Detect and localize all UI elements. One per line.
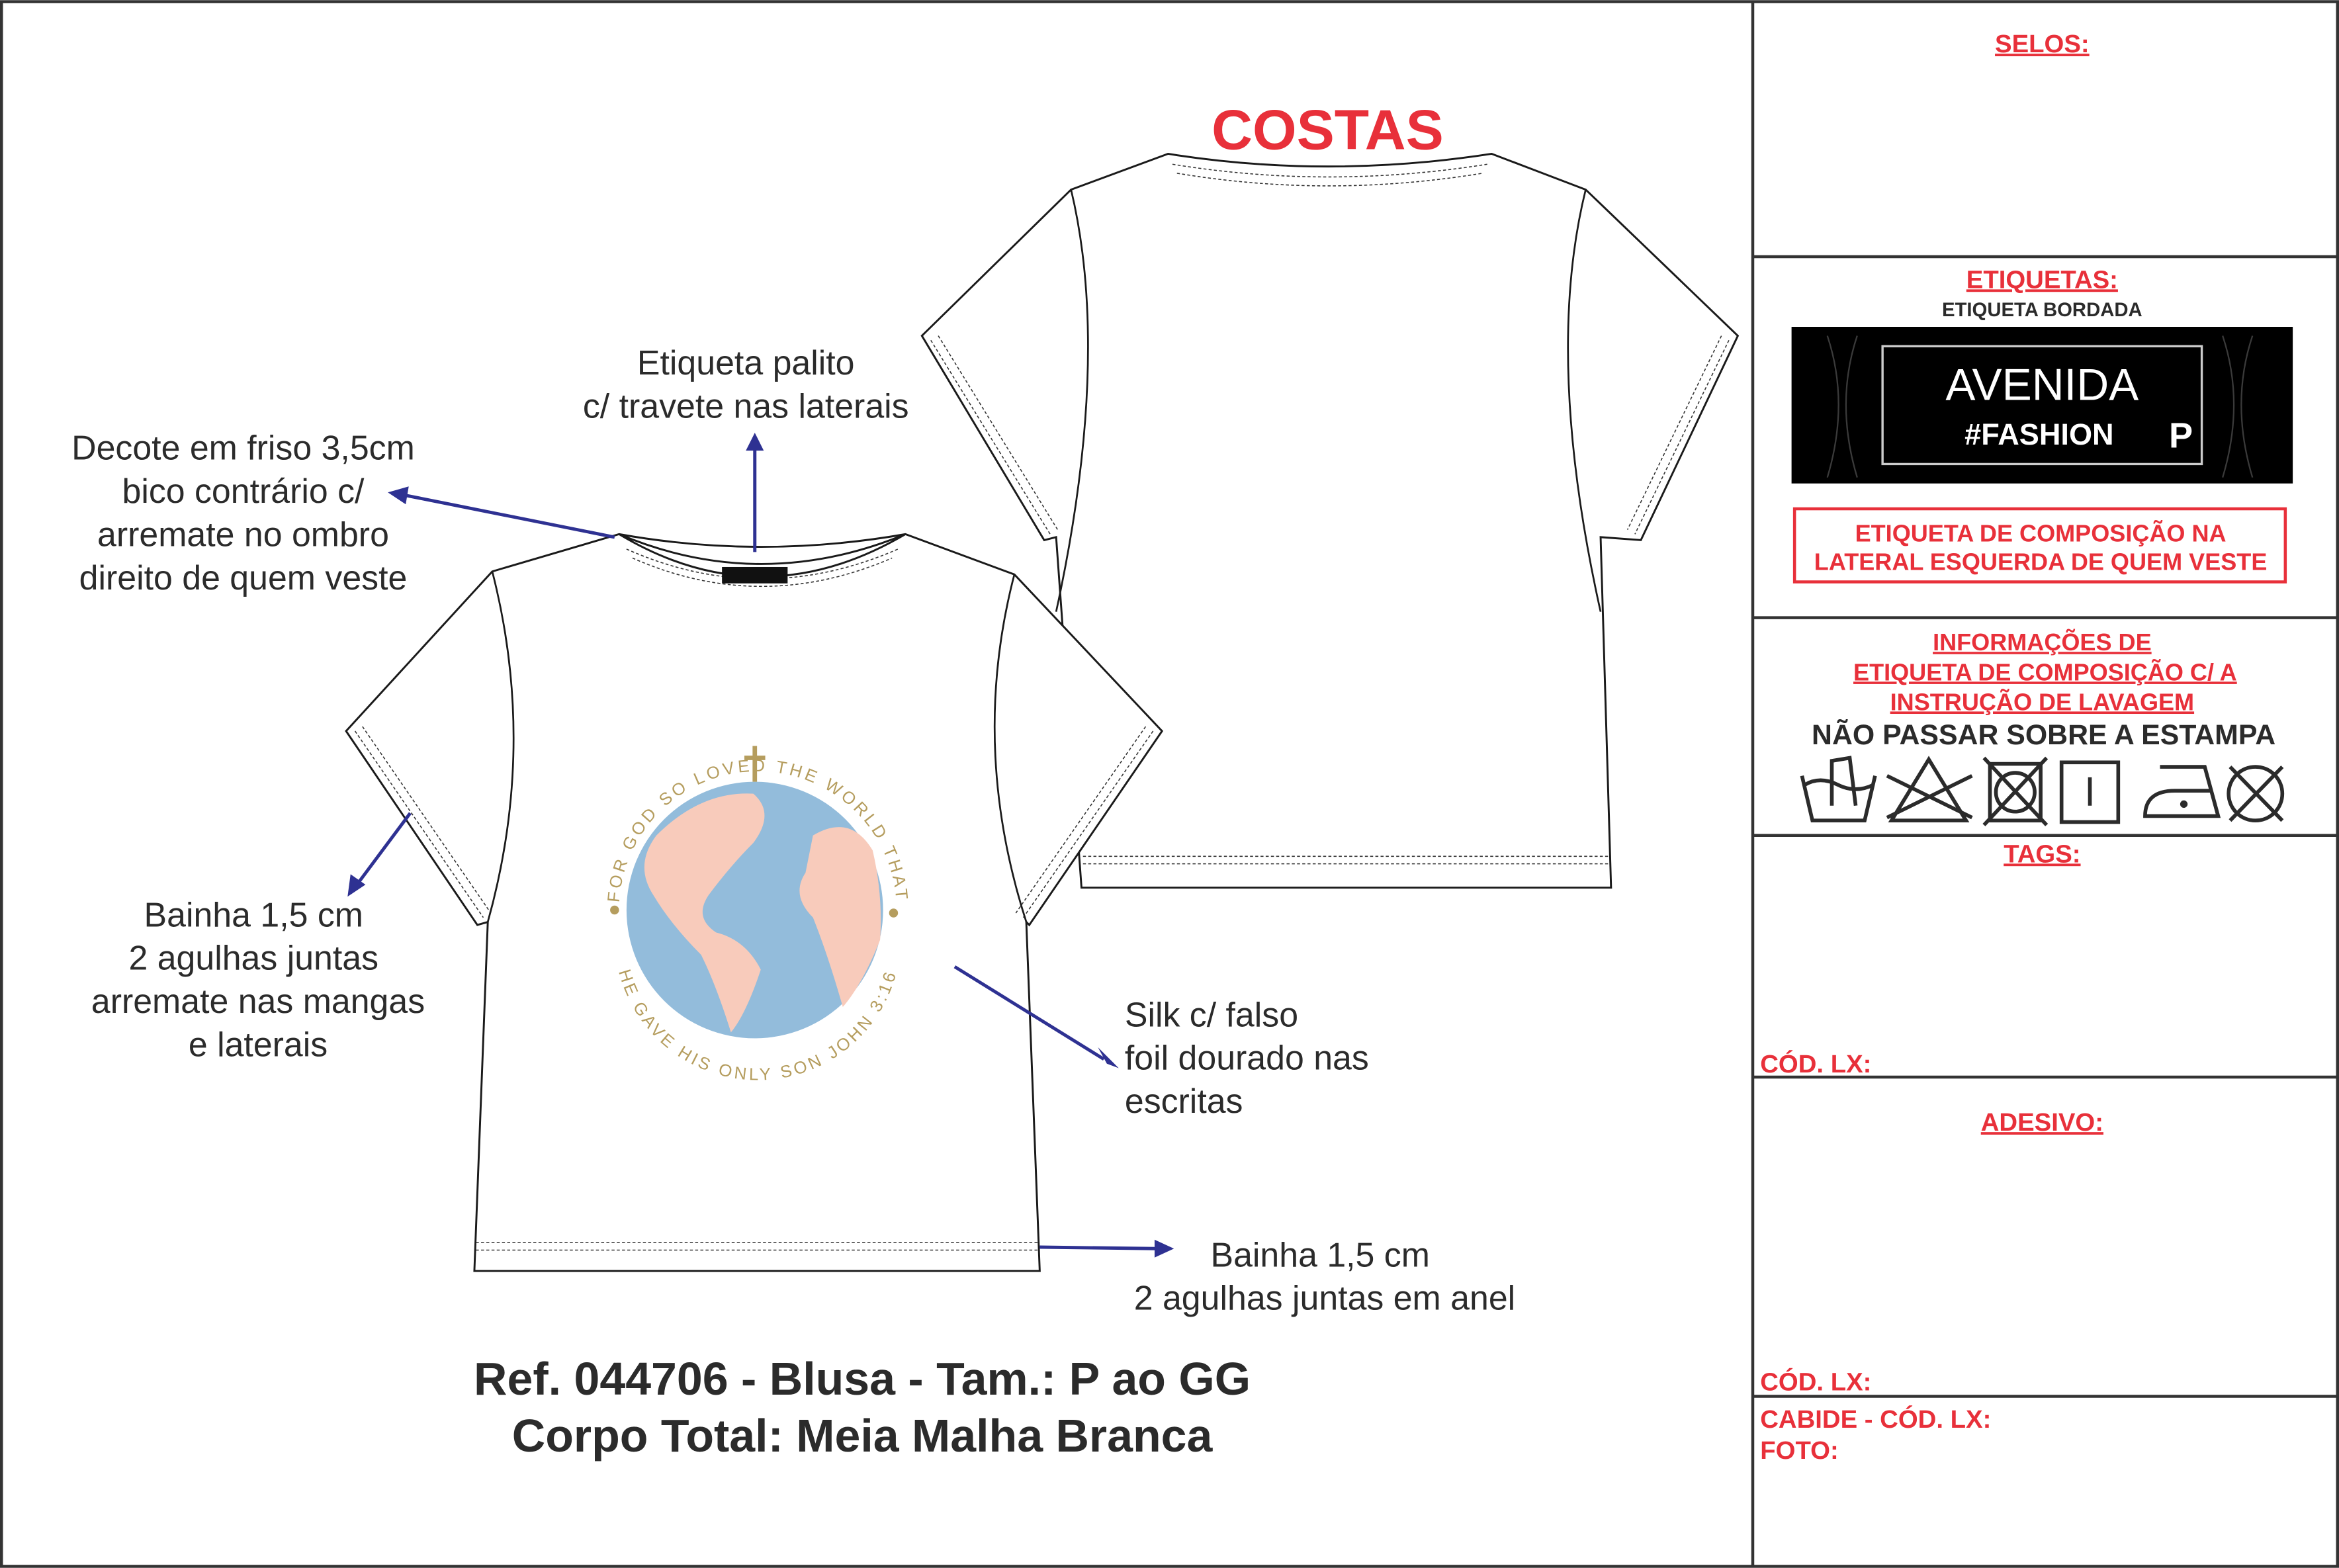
annotation-print: Silk c/ falso foil dourado nas escritas bbox=[1125, 995, 1369, 1120]
woven-brand-label: AVENIDA #FASHION P bbox=[1791, 327, 2293, 484]
info-line-1: INFORMAÇÕES DE bbox=[1933, 628, 2152, 656]
svg-text:2 agulhas juntas: 2 agulhas juntas bbox=[128, 939, 378, 977]
annotation-arrows bbox=[347, 433, 1174, 1258]
svg-text:direito de quem veste: direito de quem veste bbox=[79, 558, 408, 597]
annotation-body-hem: Bainha 1,5 cm 2 agulhas juntas em anel bbox=[1134, 1235, 1515, 1317]
svg-text:c/ travete nas laterais: c/ travete nas laterais bbox=[583, 387, 909, 425]
globe-land-americas bbox=[644, 793, 765, 1033]
reference-title: Ref. 044706 - Blusa - Tam.: P ao GG bbox=[474, 1353, 1251, 1405]
line-dry-icon bbox=[2059, 760, 2121, 824]
cabide-label: CABIDE - CÓD. LX: bbox=[1760, 1405, 1991, 1434]
svg-text:Etiqueta palito: Etiqueta palito bbox=[637, 343, 855, 382]
label-brand: AVENIDA bbox=[1945, 360, 2139, 410]
composition-box bbox=[1792, 507, 2287, 584]
adesivo-heading: ADESIVO: bbox=[1981, 1108, 2103, 1137]
tags-heading: TAGS: bbox=[2004, 840, 2080, 868]
care-symbols bbox=[1800, 756, 2285, 826]
svg-text:arremate no ombro: arremate no ombro bbox=[97, 515, 389, 553]
annotation-neckline: Decote em friso 3,5cm bico contrário c/ … bbox=[71, 429, 415, 597]
info-line-3: INSTRUÇÃO DE LAVAGEM bbox=[1890, 687, 2194, 715]
svg-text:Silk c/ falso: Silk c/ falso bbox=[1125, 995, 1298, 1033]
composition-line-2: LATERAL ESQUERDA DE QUEM VESTE bbox=[1814, 548, 2268, 575]
back-title: COSTAS bbox=[1212, 99, 1444, 162]
iron-low-icon bbox=[2143, 765, 2221, 818]
etiquetas-heading: ETIQUETAS: bbox=[1966, 265, 2118, 294]
svg-text:foil dourado nas: foil dourado nas bbox=[1125, 1039, 1369, 1077]
selos-heading: SELOS: bbox=[1995, 30, 2090, 58]
hand-wash-icon bbox=[1800, 756, 1877, 823]
etiqueta-bordada-label: ETIQUETA BORDADA bbox=[1942, 299, 2142, 321]
svg-text:2 agulhas juntas em anel: 2 agulhas juntas em anel bbox=[1134, 1279, 1515, 1317]
annotation-neck-tag: Etiqueta palito c/ travete nas laterais bbox=[583, 343, 909, 425]
globe-land-africa bbox=[799, 827, 881, 1008]
svg-text:e laterais: e laterais bbox=[189, 1025, 328, 1063]
svg-text:Bainha 1,5 cm: Bainha 1,5 cm bbox=[1210, 1235, 1429, 1274]
cross-icon bbox=[744, 746, 766, 782]
cod-lx-tags: CÓD. LX: bbox=[1760, 1049, 1871, 1078]
svg-text:escritas: escritas bbox=[1125, 1082, 1243, 1120]
do-not-tumble-dry-icon bbox=[1982, 756, 2049, 826]
fabric-title: Corpo Total: Meia Malha Branca bbox=[512, 1410, 1214, 1461]
label-size: P bbox=[2169, 416, 2193, 456]
spec-panel bbox=[1752, 255, 2338, 1398]
warning-text: NÃO PASSAR SOBRE A ESTAMPA bbox=[1812, 719, 2275, 751]
composition-line-1: ETIQUETA DE COMPOSIÇÃO NA bbox=[1855, 519, 2227, 547]
svg-text:arremate nas mangas: arremate nas mangas bbox=[91, 982, 425, 1020]
foto-label: FOTO: bbox=[1760, 1436, 1838, 1465]
annotation-sleeve-hem: Bainha 1,5 cm 2 agulhas juntas arremate … bbox=[91, 895, 425, 1063]
neck-tag bbox=[722, 566, 788, 584]
do-not-bleach-icon bbox=[1886, 756, 1973, 823]
svg-text:Decote em friso 3,5cm: Decote em friso 3,5cm bbox=[71, 429, 415, 467]
svg-text:bico contrário c/: bico contrário c/ bbox=[122, 472, 365, 510]
svg-text:Bainha 1,5 cm: Bainha 1,5 cm bbox=[144, 895, 363, 934]
do-not-dry-clean-icon bbox=[2227, 765, 2285, 823]
info-line-2: ETIQUETA DE COMPOSIÇÃO C/ A bbox=[1853, 658, 2237, 685]
label-sub: #FASHION bbox=[1964, 417, 2113, 451]
cod-lx-adesivo: CÓD. LX: bbox=[1760, 1367, 1871, 1396]
